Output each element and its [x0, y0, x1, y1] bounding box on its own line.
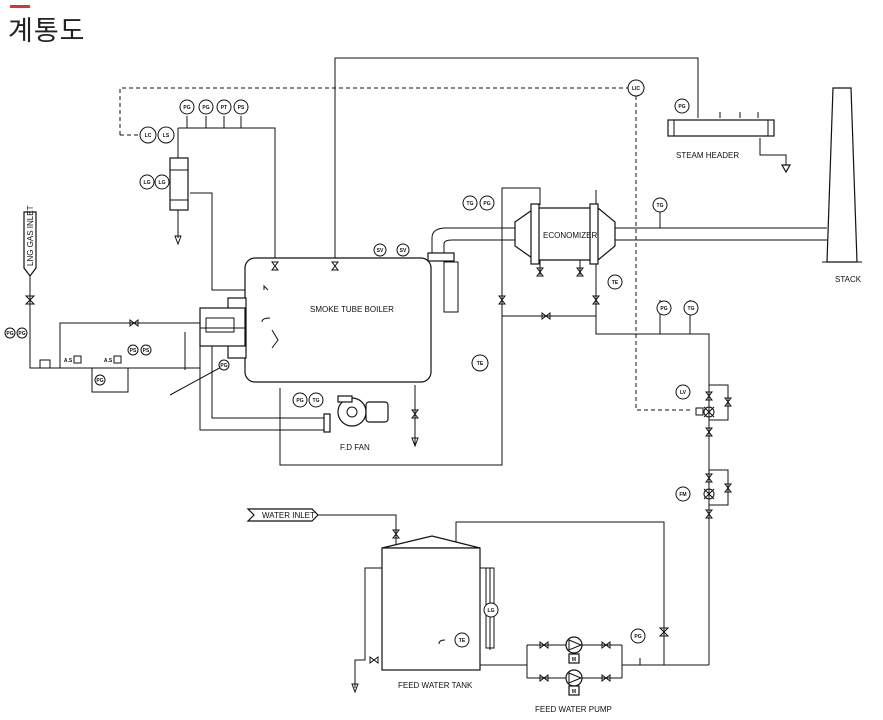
lv-tag: LV — [680, 390, 687, 396]
pt-tag: PT — [221, 105, 227, 111]
ps-gas-2-tag: PS — [143, 348, 150, 354]
pg-flue-tag: PG — [483, 201, 490, 207]
fd-fan-label: F.D FAN — [340, 443, 370, 452]
te-feed-line-tag: TE — [477, 361, 484, 367]
valves — [24, 235, 732, 694]
tg-fan-tag: TG — [313, 398, 320, 404]
feed-water-pumps: FEED WATER PUMP — [535, 636, 612, 714]
pg-gas-2-tag: PG — [18, 331, 25, 337]
tg-stack-tag: TG — [657, 203, 664, 209]
feed-water-tank-label: FEED WATER TANK — [398, 681, 473, 690]
control-signals — [119, 87, 690, 411]
title-accent-bar — [10, 5, 30, 8]
lic-tag: LIC — [632, 86, 640, 92]
instruments: LIC PG PG PG PT PS LC LS LG LG TG PG TG … — [4, 79, 699, 695]
lng-gas-inlet: LNG GAS INLET — [23, 205, 37, 277]
feed-water-pump-label: FEED WATER PUMP — [535, 705, 612, 714]
sv-2-tag: SV — [400, 248, 407, 254]
pg-feed-line-tag: PG — [660, 306, 667, 312]
pg-steam-header-tag: PG — [678, 104, 685, 110]
lng-gas-inlet-label: LNG GAS INLET — [26, 205, 35, 266]
smoke-tube-boiler: SMOKE TUBE BOILER — [227, 257, 432, 383]
economizer: ECONOMIZER — [514, 203, 616, 265]
water-inlet: WATER INLET — [246, 508, 319, 522]
pg-top-1-tag: PG — [183, 105, 190, 111]
boiler-label: SMOKE TUBE BOILER — [310, 305, 394, 314]
feed-water-tank: FEED WATER TANK — [381, 535, 495, 690]
flue-duct — [443, 261, 459, 313]
lc-tag: LC — [145, 133, 152, 139]
motor-2-tag: M — [572, 689, 576, 695]
steam-header: STEAM HEADER — [667, 112, 792, 174]
level-column — [169, 157, 189, 211]
fd-fan: F.D FAN — [323, 395, 389, 452]
pg-gas-3-tag: PG — [96, 378, 103, 384]
tg-flue-tag: TG — [467, 201, 474, 207]
lg-column-1-tag: LG — [144, 180, 151, 186]
motor-1-tag: M — [572, 657, 576, 663]
pg-burner-tag: PG — [220, 363, 227, 369]
burner — [199, 307, 246, 347]
steam-header-label: STEAM HEADER — [676, 151, 739, 160]
sv-1-tag: SV — [377, 248, 384, 254]
pg-fan-tag: PG — [296, 398, 303, 404]
te-economizer-tag: TE — [612, 280, 619, 286]
stack-label: STACK — [835, 275, 862, 284]
pg-gas-1-tag: PG — [6, 331, 13, 337]
te-tank-tag: TE — [459, 638, 466, 644]
page-title: 계통도 — [8, 16, 86, 47]
water-inlet-label: WATER INLET — [262, 511, 315, 520]
ps-tag: PS — [238, 105, 245, 111]
tg-feed-line-tag: TG — [688, 306, 695, 312]
lg-tank-tag: LG — [488, 608, 495, 614]
flue-flange — [427, 252, 455, 262]
ls-tag: LS — [163, 133, 170, 139]
ps-gas-1-tag: PS — [130, 348, 137, 354]
lg-column-2-tag: LG — [159, 180, 166, 186]
pg-top-2-tag: PG — [202, 105, 209, 111]
pg-pump-tag: PG — [634, 634, 641, 640]
stack: STACK — [822, 87, 862, 284]
as-valve-1-tag: A.S — [64, 358, 73, 364]
economizer-label: ECONOMIZER — [543, 231, 597, 240]
fm-tag: FM — [679, 492, 686, 498]
as-valve-2-tag: A.S — [104, 358, 113, 364]
